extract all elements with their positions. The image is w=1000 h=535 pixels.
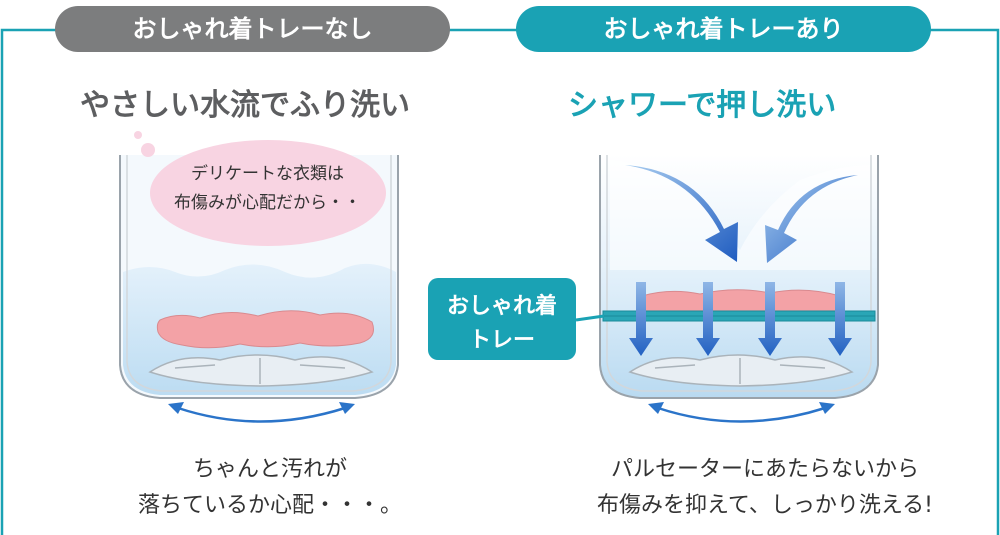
caption-right-line-2: 布傷みを抑えて、しっかり洗える! xyxy=(597,493,933,518)
heading-with-tray: シャワーで押し洗い xyxy=(568,88,837,123)
bubble-line-2: 布傷みが心配だから・・ xyxy=(174,193,361,213)
tray-label-line-1: おしゃれ着 xyxy=(446,294,557,319)
caption-left-line-2: 落ちているか心配・・・。 xyxy=(137,493,402,518)
tray-label-line-2: トレー xyxy=(468,328,535,353)
rotation-arrow-right xyxy=(657,406,826,423)
tray-label: おしゃれ着 トレー xyxy=(428,278,576,360)
caption-with-tray: パルセーターにあたらないから 布傷みを抑えて、しっかり洗える! xyxy=(555,452,975,524)
right-washer-tub xyxy=(599,155,879,423)
caption-right-line-1: パルセーターにあたらないから xyxy=(610,457,919,482)
thought-bubble-text: デリケートな衣類は 布傷みが心配だから・・ xyxy=(150,142,385,242)
tray-label-connector xyxy=(575,314,605,322)
garment xyxy=(639,289,844,313)
frame xyxy=(0,28,1000,535)
tab-without-tray: おしゃれ着トレーなし xyxy=(55,6,450,52)
bubble-line-1: デリケートな衣類は xyxy=(191,164,344,184)
tab-with-tray: おしゃれ着トレーあり xyxy=(516,6,931,52)
thought-bubble xyxy=(134,131,386,246)
rotation-arrow-left xyxy=(177,406,346,423)
garment xyxy=(156,310,374,349)
pulsator xyxy=(628,354,854,387)
heading-without-tray: やさしい水流でふり洗い xyxy=(80,88,410,123)
press-arrows xyxy=(629,282,852,356)
caption-left-line-1: ちゃんと汚れが xyxy=(192,457,347,482)
shower-arrow-left xyxy=(625,165,738,262)
caption-without-tray: ちゃんと汚れが 落ちているか心配・・・。 xyxy=(130,452,410,524)
pulsator xyxy=(148,354,374,387)
shower-arrow-right xyxy=(765,175,858,263)
